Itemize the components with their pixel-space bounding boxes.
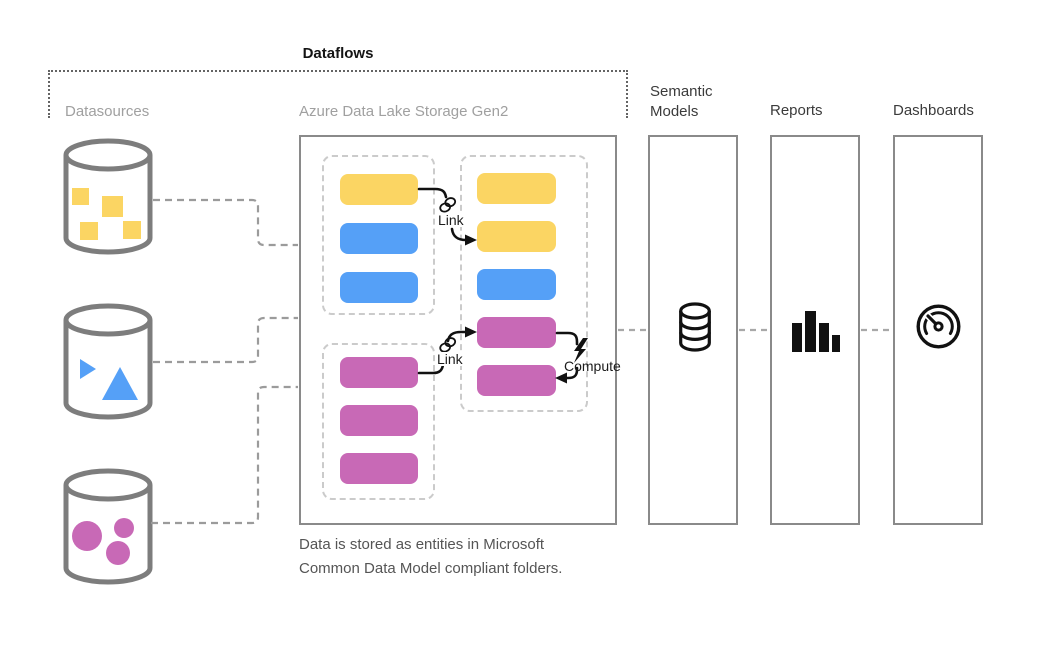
entity-bar-blue: [340, 272, 418, 303]
reports-label: Reports: [770, 102, 823, 119]
entity-bar-blue: [340, 223, 418, 254]
entity-bar-blue: [477, 269, 556, 300]
gauge-icon: [916, 304, 961, 349]
datasource-cylinder-triangles-icon: [63, 303, 153, 420]
link-label-top: Link: [437, 212, 465, 228]
caption-line-2: Common Data Model compliant folders.: [299, 560, 563, 577]
chain-link-icon: [439, 197, 457, 213]
entity-bar-yellow: [340, 174, 418, 205]
entity-bar-magenta: [340, 453, 418, 484]
link-label-bottom: Link: [436, 351, 464, 367]
connector-datasource3: [151, 385, 298, 525]
dashboards-label: Dashboards: [893, 102, 974, 119]
entity-bar-magenta: [340, 357, 418, 388]
datasources-label: Datasources: [65, 103, 150, 120]
entity-group-bottom-left: [322, 343, 435, 500]
database-icon: [679, 302, 711, 352]
entity-bar-magenta: [477, 365, 556, 396]
adls-label: Azure Data Lake Storage Gen2: [299, 103, 509, 120]
datasource-cylinder-squares-icon: [63, 138, 153, 255]
dataflows-bracket: [48, 70, 628, 118]
entity-group-right: [460, 155, 588, 412]
adls-caption: Data is stored as entities in Microsoft …: [299, 533, 562, 581]
entity-bar-magenta: [340, 405, 418, 436]
bar-chart-icon: [792, 311, 840, 352]
entity-bar-yellow: [477, 221, 556, 252]
entity-bar-magenta: [477, 317, 556, 348]
semantic-models-label: Semantic Models: [650, 83, 713, 120]
entity-bar-yellow: [477, 173, 556, 204]
entity-group-top-left: [322, 155, 435, 315]
dataflows-title: Dataflows: [302, 45, 374, 62]
chain-link-icon: [439, 337, 457, 353]
datasource-cylinder-circles-icon: [63, 468, 153, 585]
compute-label: Compute: [564, 358, 621, 374]
connector-datasource1: [153, 198, 298, 247]
connector-datasource2: [153, 316, 298, 364]
caption-line-1: Data is stored as entities in Microsoft: [299, 536, 545, 553]
